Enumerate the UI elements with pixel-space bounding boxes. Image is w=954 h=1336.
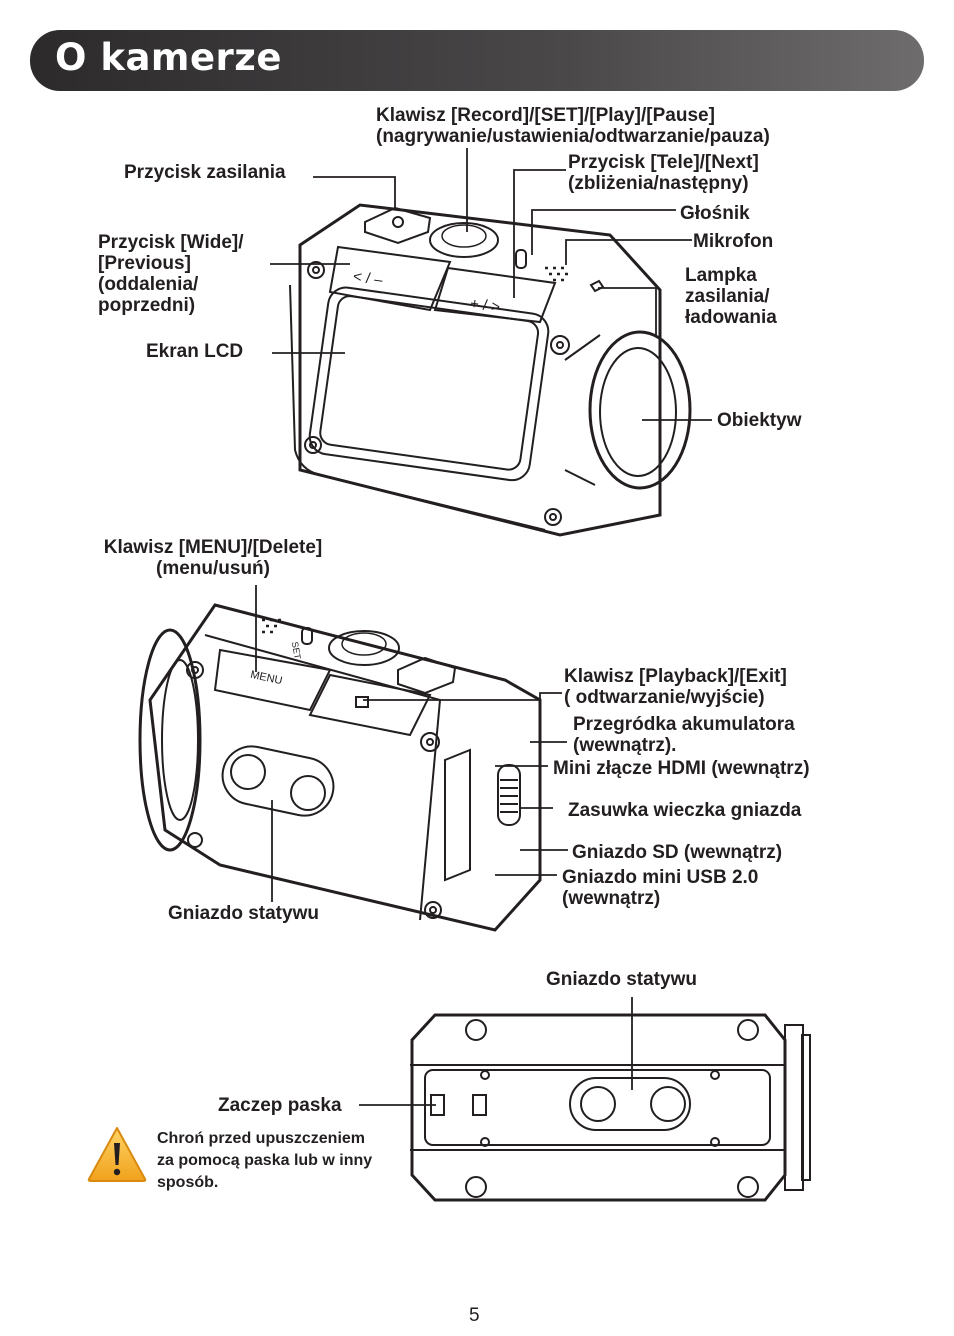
strap-hook-label: Zaczep paska	[218, 1095, 342, 1116]
wide-button-mark: < / –	[351, 268, 384, 289]
warning-text: Chroń przed upuszczeniem za pomocą paska…	[157, 1130, 373, 1191]
wide-button-label: Przycisk [Wide]/[Previous] (oddalenia/po…	[98, 232, 244, 316]
menu-key-label: Klawisz [MENU]/[Delete](menu/usuń)	[103, 537, 323, 579]
record-key-label: Klawisz [Record]/[SET]/[Play]/[Pause](na…	[376, 105, 770, 147]
camera-side-view	[138, 603, 542, 932]
camera-front-view	[289, 203, 692, 537]
page-header: O kamerze	[30, 30, 924, 91]
hdmi-port-label: Mini złącze HDMI (wewnątrz)	[553, 758, 810, 779]
tele-button-label: Przycisk [Tele]/[Next](zbliżenia/następn…	[568, 152, 759, 194]
page-title: O kamerze	[55, 36, 282, 79]
playback-key-label: Klawisz [Playback]/[Exit]( odtwarzanie/w…	[564, 666, 787, 708]
warning-triangle-icon	[87, 1127, 147, 1182]
leader-lines	[255, 148, 712, 1106]
microphone-label: Mikrofon	[693, 231, 774, 252]
battery-compartment-label: Przegródka akumulatora(wewnątrz).	[573, 714, 795, 756]
latch-label: Zasuwka wieczka gniazda	[568, 800, 802, 821]
sd-slot-label: Gniazdo SD (wewnątrz)	[572, 842, 783, 863]
lens-label: Obiektyw	[717, 410, 802, 431]
page-number: 5	[469, 1305, 480, 1326]
camera-bottom-view	[410, 1013, 811, 1202]
speaker-label: Głośnik	[680, 203, 750, 224]
lcd-label: Ekran LCD	[146, 341, 244, 362]
tripod-socket-label-bottom: Gniazdo statywu	[546, 969, 697, 990]
power-button-label: Przycisk zasilania	[124, 162, 286, 183]
usb-port-label: Gniazdo mini USB 2.0(wewnątrz)	[562, 867, 759, 909]
set-mark: SET	[289, 640, 303, 660]
tele-button-mark: + / >	[468, 294, 502, 317]
tripod-socket-label-side: Gniazdo statywu	[168, 903, 319, 924]
